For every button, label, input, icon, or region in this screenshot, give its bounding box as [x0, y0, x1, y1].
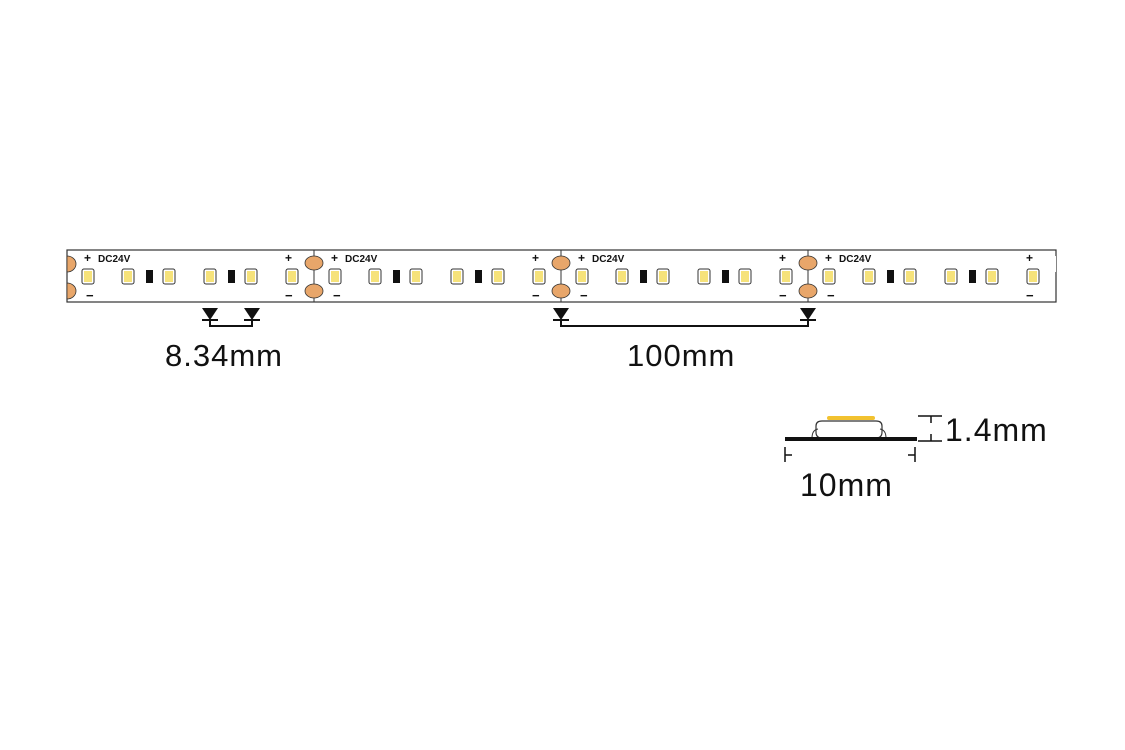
plus-label: + [532, 251, 539, 265]
minus-label: − [827, 288, 835, 303]
pcb-base [785, 437, 917, 441]
resistor [393, 270, 400, 283]
minus-label: − [1026, 288, 1034, 303]
led-pitch-label: 8.34mm [165, 338, 283, 373]
solder-pad [798, 255, 818, 271]
cut-length-dimension [553, 308, 816, 327]
voltage-label: DC24V [592, 254, 625, 265]
resistor [887, 270, 894, 283]
minus-label: − [532, 288, 540, 303]
led-emitter [412, 271, 420, 282]
solder-pad [551, 283, 571, 299]
resistor [228, 270, 235, 283]
led-emitter [206, 271, 214, 282]
plus-label: + [1026, 251, 1033, 265]
voltage-label: DC24V [345, 254, 378, 265]
arrow-left [553, 308, 569, 320]
voltage-label: DC24V [98, 254, 131, 265]
led-emitter [618, 271, 626, 282]
led-emitter [988, 271, 996, 282]
led-emitter [453, 271, 461, 282]
led-strip: + DC24V + − − + DC24V + − − + DC24V + − − + DC24V + − − [66, 249, 1057, 303]
solder-pad [798, 283, 818, 299]
pitch-dimension [202, 308, 260, 327]
plus-label: + [331, 251, 338, 265]
led-emitter [825, 271, 833, 282]
led-emitter [247, 271, 255, 282]
led-emitter [288, 271, 296, 282]
minus-label: − [86, 288, 94, 303]
height-label: 1.4mm [945, 412, 1048, 448]
led-emitter [535, 271, 543, 282]
voltage-label: DC24V [839, 254, 872, 265]
resistor [640, 270, 647, 283]
strip-end [1047, 256, 1056, 272]
plus-label: + [779, 251, 786, 265]
led-emitter [165, 271, 173, 282]
led-emitter [741, 271, 749, 282]
minus-label: − [580, 288, 588, 303]
arrow-right [800, 308, 816, 320]
led-emitter [700, 271, 708, 282]
led-emitter [947, 271, 955, 282]
solder-pad [304, 255, 324, 271]
minus-label: − [285, 288, 293, 303]
minus-label: − [779, 288, 787, 303]
led-emitter [331, 271, 339, 282]
resistor [475, 270, 482, 283]
plus-label: + [578, 251, 585, 265]
resistor [722, 270, 729, 283]
solder-pad [551, 255, 571, 271]
led-emitter [906, 271, 914, 282]
plus-label: + [825, 251, 832, 265]
solder-pad [66, 282, 77, 300]
led-emitter [578, 271, 586, 282]
cut-length-label: 100mm [627, 338, 736, 373]
led-emitter [371, 271, 379, 282]
led-body [815, 420, 883, 439]
arrow-right [244, 308, 260, 320]
strip-profile [784, 415, 942, 462]
led-phosphor [827, 416, 875, 420]
plus-label: + [285, 251, 292, 265]
resistor [146, 270, 153, 283]
solder-pad [66, 255, 77, 273]
led-emitter [659, 271, 667, 282]
plus-label: + [84, 251, 91, 265]
width-label: 10mm [800, 467, 893, 503]
arrow-left [202, 308, 218, 320]
minus-label: − [333, 288, 341, 303]
led-emitter [124, 271, 132, 282]
led-emitter [1029, 271, 1037, 282]
led-emitter [865, 271, 873, 282]
solder-pad [304, 283, 324, 299]
led-emitter [84, 271, 92, 282]
led-emitter [494, 271, 502, 282]
resistor [969, 270, 976, 283]
led-emitter [782, 271, 790, 282]
